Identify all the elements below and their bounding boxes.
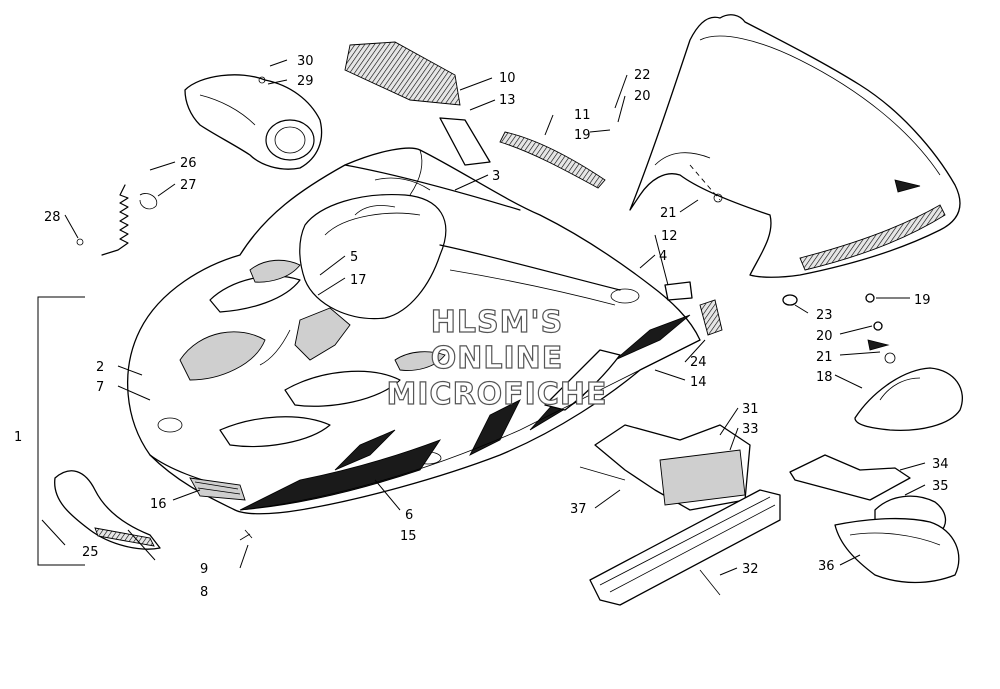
deflector-part-18 <box>854 367 963 431</box>
callout-4: 4 <box>659 249 667 264</box>
hood-assembly <box>127 147 701 515</box>
callout-2: 2 <box>96 360 104 375</box>
callout-7: 7 <box>96 380 104 395</box>
watermark-line-2: ONLINE <box>431 341 564 376</box>
callout-8: 8 <box>200 585 208 600</box>
headlight-housing-29 <box>184 74 323 170</box>
callout-16: 16 <box>150 497 167 512</box>
callout-30: 30 <box>297 54 314 69</box>
callout-31: 31 <box>742 402 759 417</box>
callout-18: 18 <box>816 370 833 385</box>
hood-vent-opening <box>299 193 447 320</box>
watermark-line-3: MICROFICHE <box>387 377 608 412</box>
callout-10: 10 <box>499 71 516 86</box>
windshield-outline <box>629 14 961 278</box>
callout-28: 28 <box>44 210 61 225</box>
callout-22: 22 <box>634 68 651 83</box>
callout-29: 29 <box>297 74 314 89</box>
callout-34: 34 <box>932 457 949 472</box>
spring-26 <box>101 184 129 256</box>
windshield-trim <box>799 204 946 271</box>
callout-12: 12 <box>661 229 678 244</box>
callout-32: 32 <box>742 562 759 577</box>
callout-15: 15 <box>400 529 417 544</box>
callout-20b: 20 <box>816 329 833 344</box>
callout-21b: 21 <box>816 350 833 365</box>
callout-25: 25 <box>82 545 99 560</box>
callout-37: 37 <box>570 502 587 517</box>
pad-part-36 <box>834 517 960 584</box>
windshield-part <box>629 14 961 278</box>
callout-17: 17 <box>350 273 367 288</box>
hood-outline <box>127 147 701 515</box>
callout-35: 35 <box>932 479 949 494</box>
callout-20a: 20 <box>634 89 651 104</box>
callout-23: 23 <box>816 308 833 323</box>
callout-19a: 19 <box>574 128 591 143</box>
callout-1: 1 <box>14 430 22 445</box>
callout-21a: 21 <box>660 206 677 221</box>
trim-strip-11 <box>499 131 606 189</box>
front-bumper-25 <box>54 470 161 550</box>
decal-part-10 <box>344 41 461 106</box>
watermark: HLSM'S ONLINE MICROFICHE <box>386 304 608 412</box>
callout-27: 27 <box>180 178 197 193</box>
pad-part-34 <box>789 454 911 501</box>
callout-13: 13 <box>499 93 516 108</box>
callout-11: 11 <box>574 108 591 123</box>
decal-part-13 <box>439 117 491 166</box>
watermark-line-1: HLSM'S <box>431 305 563 340</box>
grommet-23 <box>782 294 798 306</box>
leader-lines <box>41 59 926 576</box>
hood-decal-dark <box>239 439 442 511</box>
callout-labels: 1 2 3 4 5 6 7 8 9 10 11 12 13 14 15 16 1… <box>14 54 949 600</box>
callout-26: 26 <box>180 156 197 171</box>
callout-3: 3 <box>492 169 500 184</box>
callout-24: 24 <box>690 355 707 370</box>
callout-9: 9 <box>200 562 208 577</box>
running-board-32 <box>589 489 781 606</box>
callout-14: 14 <box>690 375 707 390</box>
callout-6: 6 <box>405 508 413 523</box>
callout-36: 36 <box>818 559 835 574</box>
callout-33: 33 <box>742 422 759 437</box>
hood-scoop-left <box>179 331 266 381</box>
assembly-bracket <box>37 296 85 566</box>
callout-5: 5 <box>350 250 358 265</box>
hood-ornament <box>294 307 351 361</box>
callout-19b: 19 <box>914 293 931 308</box>
